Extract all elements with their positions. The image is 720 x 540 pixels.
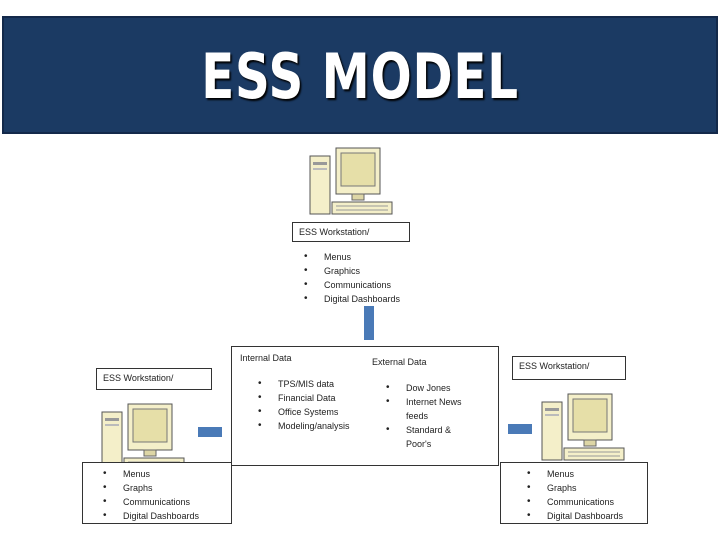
title-bar: ESS MODEL bbox=[2, 16, 718, 134]
top-connector bbox=[364, 306, 374, 340]
left-workstation-list-box: Menus Graphs Communications Digital Dash… bbox=[82, 462, 232, 524]
internal-data-title: Internal Data bbox=[240, 353, 292, 363]
left-workstation-list: Menus Graphs Communications Digital Dash… bbox=[101, 467, 231, 523]
list-item: Graphics bbox=[302, 264, 432, 278]
right-workstation-list: Menus Graphs Communications Digital Dash… bbox=[525, 467, 647, 523]
top-workstation-label-box: ESS Workstation/ bbox=[292, 222, 410, 242]
right-workstation-list-box: Menus Graphs Communications Digital Dash… bbox=[500, 462, 648, 524]
list-item: Communications bbox=[525, 495, 647, 509]
page-title: ESS MODEL bbox=[201, 40, 519, 113]
list-item: Graphs bbox=[101, 481, 231, 495]
list-item: Menus bbox=[302, 250, 432, 264]
computer-icon bbox=[309, 147, 393, 215]
external-data-list: Dow Jones Internet News feeds Standard &… bbox=[384, 381, 484, 451]
list-item: Modeling/analysis bbox=[256, 419, 376, 433]
list-item: Office Systems bbox=[256, 405, 376, 419]
list-item: Dow Jones bbox=[384, 381, 484, 395]
data-sources-panel: Internal Data External Data TPS/MIS data… bbox=[231, 346, 499, 466]
internal-data-list: TPS/MIS data Financial Data Office Syste… bbox=[256, 377, 376, 433]
list-item: Menus bbox=[101, 467, 231, 481]
list-item: Internet News feeds bbox=[384, 395, 476, 423]
list-item: Communications bbox=[302, 278, 432, 292]
right-connector bbox=[508, 424, 532, 434]
list-item: TPS/MIS data bbox=[256, 377, 376, 391]
top-workstation-label: ESS Workstation/ bbox=[299, 227, 370, 237]
right-workstation-label: ESS Workstation/ bbox=[519, 361, 590, 371]
list-item: Menus bbox=[525, 467, 647, 481]
computer-icon bbox=[541, 393, 625, 461]
list-item: Standard & Poor's bbox=[384, 423, 464, 451]
list-item: Communications bbox=[101, 495, 231, 509]
list-item: Digital Dashboards bbox=[525, 509, 647, 523]
list-item: Digital Dashboards bbox=[302, 292, 432, 306]
left-workstation-label: ESS Workstation/ bbox=[103, 373, 174, 383]
left-connector bbox=[198, 427, 222, 437]
list-item: Digital Dashboards bbox=[101, 509, 231, 523]
top-workstation-list: Menus Graphics Communications Digital Da… bbox=[302, 250, 432, 306]
right-workstation-label-box: ESS Workstation/ bbox=[512, 356, 626, 380]
external-data-title: External Data bbox=[372, 357, 427, 367]
list-item: Graphs bbox=[525, 481, 647, 495]
left-workstation-label-box: ESS Workstation/ bbox=[96, 368, 212, 390]
list-item: Financial Data bbox=[256, 391, 376, 405]
